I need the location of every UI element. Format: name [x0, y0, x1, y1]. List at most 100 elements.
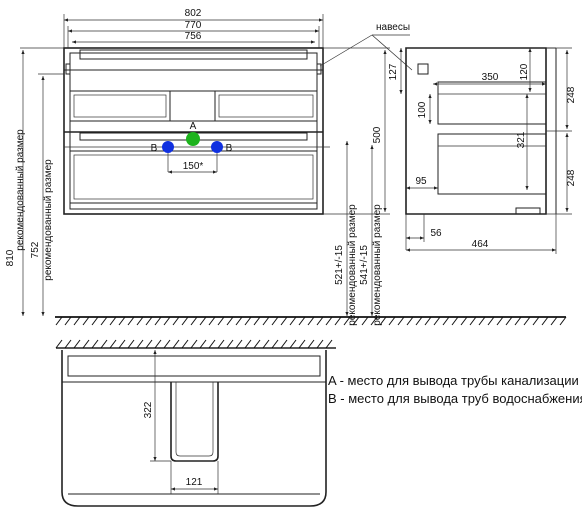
- wall-hatch-line: [181, 339, 189, 349]
- dim-height-500: 500: [372, 126, 383, 143]
- wall-hatch-line: [82, 339, 90, 349]
- floor-hatch-line: [145, 316, 153, 326]
- side-upper-drawer: [437, 81, 547, 125]
- water-marker-right: [211, 141, 223, 153]
- wall-hatch-line: [136, 339, 144, 349]
- wall-hatch-line: [226, 339, 234, 349]
- wall-hatch-line: [163, 339, 171, 349]
- dim-drain-height: 521+/-15: [334, 245, 345, 285]
- front-lower-drawer: [69, 150, 318, 204]
- drain-marker-a: [186, 132, 200, 146]
- floor-hatch-line: [307, 316, 315, 326]
- floor-hatch-line: [379, 316, 387, 326]
- floor-hatch-line: [469, 316, 477, 326]
- floor-hatch-line: [262, 316, 270, 326]
- wall-hatch-line: [244, 339, 252, 349]
- floor-hatch-line: [316, 316, 324, 326]
- wall-hatch-line: [172, 339, 180, 349]
- dim-pipe-spacing: 150*: [183, 161, 204, 172]
- dim-height-810: 810: [5, 249, 16, 266]
- floor-hatch-line: [253, 316, 261, 326]
- marker-b-left-label: B: [151, 143, 158, 154]
- floor-hatch-line: [154, 316, 162, 326]
- dim-water-height: 541+/-15: [359, 245, 370, 285]
- floor-hatch-line: [100, 316, 108, 326]
- wall-hatch-line: [307, 339, 315, 349]
- floor-hatch-line: [352, 316, 360, 326]
- floor-hatch-line: [478, 316, 486, 326]
- floor-hatch-line: [424, 316, 432, 326]
- floor-hatch-line: [91, 316, 99, 326]
- floor-hatch-line: [127, 316, 135, 326]
- plan-siphon-cutout: [170, 382, 219, 462]
- dim-464: 464: [472, 239, 489, 250]
- floor-hatch-line: [343, 316, 351, 326]
- floor-hatch-line: [109, 316, 117, 326]
- floor-hatch-line: [523, 316, 531, 326]
- floor-hatch-line: [325, 316, 333, 326]
- wall-hatch-line: [73, 339, 81, 349]
- hinge-left: [65, 63, 71, 75]
- side-lower-drawer: [437, 133, 547, 195]
- wall-hatch-line: [208, 339, 216, 349]
- floor-hatch-line: [163, 316, 171, 326]
- floor-hatch-line: [271, 316, 279, 326]
- side-view: 350 127 120 100 321 248 248 95 56 464: [388, 47, 577, 254]
- wall-hatch-line: [145, 339, 153, 349]
- wall-hatch-line: [316, 339, 324, 349]
- floor-hatch-line: [370, 316, 378, 326]
- floor-hatch-line: [244, 316, 252, 326]
- floor-hatch-line: [73, 316, 81, 326]
- wall-hatch-line: [109, 339, 117, 349]
- dim-width-770: 770: [185, 20, 202, 31]
- floor-hatch-line: [235, 316, 243, 326]
- floor-hatch-line: [415, 316, 423, 326]
- dim-322: 322: [143, 401, 154, 418]
- floor-hatch-line: [199, 316, 207, 326]
- floor-hatch-line: [226, 316, 234, 326]
- floor-hatch-line: [181, 316, 189, 326]
- floor-hatch-line: [280, 316, 288, 326]
- front-upper-shelf: [69, 90, 318, 122]
- wall-hatch-line: [289, 339, 297, 349]
- dim-width-802: 802: [185, 8, 202, 19]
- hinge-right: [316, 63, 322, 75]
- floor-hatch-line: [433, 316, 441, 326]
- dim-120: 120: [519, 63, 530, 80]
- wall-hatch-line: [280, 339, 288, 349]
- plan-cabinet-outline: [61, 350, 327, 507]
- wall-hatch-line: [235, 339, 243, 349]
- wall-hatch-line: [271, 339, 279, 349]
- hinge-label: навесы: [376, 22, 410, 33]
- floor-hatch-line: [64, 316, 72, 326]
- wall-hatch-line: [55, 339, 63, 349]
- wall-hatch-line: [253, 339, 261, 349]
- floor-hatch-line: [388, 316, 396, 326]
- wall-hatch-line: [64, 339, 72, 349]
- front-cabinet-outline: [63, 47, 324, 215]
- dim-95: 95: [415, 176, 427, 187]
- floor-hatch-line: [334, 316, 342, 326]
- floor-hatch-line: [550, 316, 558, 326]
- dim-56: 56: [430, 228, 442, 239]
- wall-hatch-line: [190, 339, 198, 349]
- floor-hatch-line: [496, 316, 504, 326]
- dim-width-756: 756: [185, 31, 202, 42]
- wall-hatch-line: [127, 339, 135, 349]
- floor-hatch-line: [505, 316, 513, 326]
- wall-hatch-line: [118, 339, 126, 349]
- floor-hatch-line: [460, 316, 468, 326]
- floor-hatch-line: [559, 316, 567, 326]
- floor-hatch-line: [298, 316, 306, 326]
- floor-hatch-line: [514, 316, 522, 326]
- front-cabinet-inner: [69, 52, 318, 210]
- wall-hatch-line: [199, 339, 207, 349]
- marker-b-right-label: B: [226, 143, 233, 154]
- floor-hatch-line: [172, 316, 180, 326]
- floor-hatch-line: [82, 316, 90, 326]
- floor-hatch-line: [190, 316, 198, 326]
- wall-hatch-line: [298, 339, 306, 349]
- front-top-rail: [79, 49, 308, 60]
- dim-248-upper: 248: [566, 86, 577, 103]
- plan-back-strip: [67, 355, 321, 377]
